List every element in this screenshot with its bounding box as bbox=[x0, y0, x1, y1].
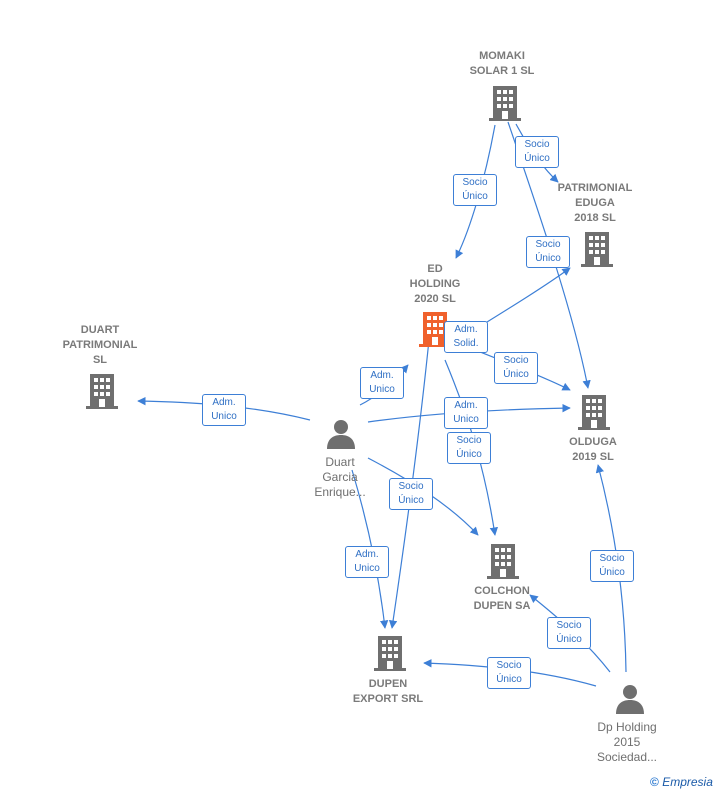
building-icon-colchon-dupen bbox=[487, 544, 519, 579]
edge-label-momaki-edholding: Socio Único bbox=[453, 174, 497, 206]
building-icon-duart-patrimonial bbox=[86, 374, 118, 409]
building-icon-patrimonial-eduga bbox=[581, 232, 613, 267]
edge-label-edholding-colchon: Socio Único bbox=[447, 432, 491, 464]
node-label-dupen-export[interactable]: DUPEN EXPORT SRL bbox=[352, 678, 424, 705]
edge-label-momaki-olduga: Socio Único bbox=[526, 236, 570, 268]
edge-label-edholding-adm-solid: Adm. Solid. bbox=[444, 321, 488, 353]
node-label-ed-holding[interactable]: ED HOLDING 2020 SL bbox=[409, 263, 461, 305]
edge-label-duart-colchon: Socio Único bbox=[389, 478, 433, 510]
node-label-duart-patrimonial[interactable]: DUART PATRIMONIAL SL bbox=[62, 324, 138, 366]
edge-label-momaki-patrimonial: Socio Único bbox=[515, 136, 559, 168]
edge-label-duart-patrimonial: Adm. Unico bbox=[202, 394, 246, 426]
person-icon-dp-holding bbox=[616, 685, 644, 714]
node-label-dp-holding[interactable]: Dp Holding 2015 Sociedad... bbox=[596, 720, 658, 764]
building-icon-dupen-export bbox=[374, 636, 406, 671]
copyright-symbol: © bbox=[650, 775, 659, 789]
footer-brand[interactable]: © Empresia bbox=[650, 775, 713, 789]
building-icon-momaki bbox=[489, 86, 521, 121]
node-label-momaki[interactable]: MOMAKI SOLAR 1 SL bbox=[469, 50, 535, 77]
node-label-duart-garcia[interactable]: Duart Garcia Enrique... bbox=[314, 455, 366, 499]
person-icon-duart-garcia bbox=[327, 420, 355, 449]
edge-label-dp-dupenexport: Socio Único bbox=[487, 657, 531, 689]
node-label-patrimonial-eduga[interactable]: PATRIMONIAL EDUGA 2018 SL bbox=[557, 182, 633, 224]
building-icon-olduga bbox=[578, 395, 610, 430]
edge-label-dp-olduga: Socio Único bbox=[590, 550, 634, 582]
edge-label-duart-edholding: Adm. Unico bbox=[360, 367, 404, 399]
edge-label-edholding-olduga: Socio Único bbox=[494, 352, 538, 384]
edge-label-duart-dupenexport: Adm. Unico bbox=[345, 546, 389, 578]
node-label-colchon-dupen[interactable]: COLCHON DUPEN SA bbox=[473, 585, 531, 612]
edge-label-duart-olduga: Adm. Unico bbox=[444, 397, 488, 429]
building-icon-ed-holding bbox=[419, 312, 451, 347]
node-label-olduga[interactable]: OLDUGA 2019 SL bbox=[569, 436, 617, 463]
edge-label-dp-colchon: Socio Único bbox=[547, 617, 591, 649]
brand-name: Empresia bbox=[662, 775, 713, 789]
